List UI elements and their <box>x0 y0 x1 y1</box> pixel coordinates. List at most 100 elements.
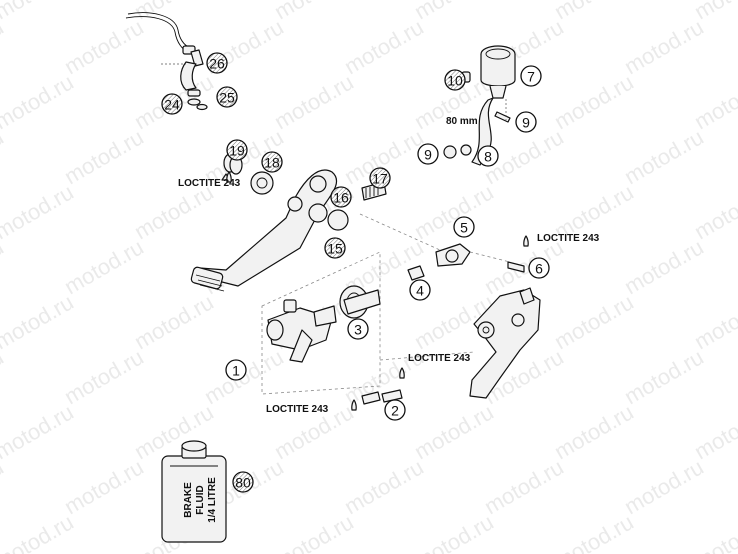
callout-number: 9 <box>424 147 432 163</box>
callout-circle <box>226 139 248 161</box>
watermark-text: motod.ru <box>620 234 708 299</box>
watermark-text: motod.ru <box>0 0 78 24</box>
callout-number: 80 <box>235 475 251 491</box>
callout-17: 17 <box>369 167 391 189</box>
loctite-label: LOCTITE 243 <box>408 353 471 364</box>
watermark-text: motod.ru <box>0 179 78 244</box>
callout-circle <box>417 143 439 165</box>
callout-circle <box>232 471 254 493</box>
callout-number: 1 <box>232 363 240 379</box>
watermark-text: motod.ru <box>0 14 8 79</box>
callout-7: 7 <box>520 65 542 87</box>
callout-circle <box>409 279 431 301</box>
callout-number: 26 <box>209 56 225 72</box>
loctite-label: LOCTITE 243 <box>178 178 241 189</box>
watermark-text: motod.ru <box>690 289 738 354</box>
callout-15: 15 <box>324 237 346 259</box>
callout-2: 2 <box>384 399 406 421</box>
dimension-label: 80 mm <box>446 116 478 127</box>
callout-number: 7 <box>527 69 535 85</box>
callout-5: 5 <box>453 216 475 238</box>
loctite-label: LOCTITE 243 <box>537 233 600 244</box>
callout-circle <box>453 216 475 238</box>
watermark-text: motod.ru <box>0 344 8 409</box>
watermark-text: motod.ru <box>410 399 498 464</box>
callout-circle <box>216 86 238 108</box>
bottle-text-line: 1/4 LITRE <box>207 477 218 523</box>
callout-number: 3 <box>354 322 362 338</box>
callout-circle <box>261 151 283 173</box>
watermark-text: motod.ru <box>690 179 738 244</box>
watermark-text: motod.ru <box>0 124 8 189</box>
callout-19: 19 <box>226 139 248 161</box>
watermark-text: motod.ru <box>550 289 638 354</box>
hose-assembly <box>125 12 208 111</box>
callout-circle <box>347 318 369 340</box>
callout-circle <box>515 111 537 133</box>
callout-9: 9 <box>515 111 537 133</box>
callout-number: 9 <box>522 115 530 131</box>
callout-80: 80 <box>232 471 254 493</box>
callout-circle <box>528 257 550 279</box>
callout-circle <box>520 65 542 87</box>
bottle-text-line: FLUID <box>195 485 206 514</box>
callout-circle <box>444 69 466 91</box>
callout-number: 10 <box>447 73 463 89</box>
callout-24: 24 <box>161 93 183 115</box>
watermark-text: motod.ru <box>270 509 358 554</box>
watermark-text: motod.ru <box>270 69 358 134</box>
watermark-text: motod.ru <box>550 509 638 554</box>
callout-10: 10 <box>444 69 466 91</box>
watermark-text: motod.ru <box>0 454 8 519</box>
watermark-text: motod.ru <box>690 69 738 134</box>
callout-circle <box>161 93 183 115</box>
loctite-label: LOCTITE 243 <box>266 404 329 415</box>
watermark-text: motod.ru <box>60 234 148 299</box>
brake-pedal <box>190 153 387 292</box>
watermark-text: motod.ru <box>60 344 148 409</box>
callout-number: 6 <box>535 261 543 277</box>
callout-number: 8 <box>484 149 492 165</box>
watermark-text: motod.ru <box>0 69 78 134</box>
callout-6: 6 <box>528 257 550 279</box>
watermark-text: motod.ru <box>0 509 78 554</box>
watermark-text: motod.ru <box>270 0 358 24</box>
master-cylinder <box>261 251 403 405</box>
watermark-text: motod.ru <box>340 14 428 79</box>
callout-16: 16 <box>330 186 352 208</box>
callout-number: 24 <box>164 97 180 113</box>
callout-18: 18 <box>261 151 283 173</box>
watermark-text: motod.ru <box>620 14 708 79</box>
watermark-text: motod.ru <box>620 344 708 409</box>
watermark-text: motod.ru <box>620 454 708 519</box>
callout-number: 2 <box>391 403 399 419</box>
callout-circle <box>206 52 228 74</box>
callout-number: 17 <box>372 171 388 187</box>
callout-number: 18 <box>264 155 280 171</box>
watermark-text: motod.ru <box>0 289 78 354</box>
watermark-text: motod.ru <box>0 399 78 464</box>
watermark-text: motod.ru <box>130 289 218 354</box>
watermark-text: motod.ru <box>60 124 148 189</box>
callout-number: 5 <box>460 220 468 236</box>
brake-fluid-reservoir <box>443 45 516 166</box>
callout-9: 9 <box>417 143 439 165</box>
bottle-text-line: BRAKE <box>183 482 194 518</box>
watermark-text: motod.ru <box>690 509 738 554</box>
watermark-text: motod.ru <box>550 69 638 134</box>
callout-circle <box>225 359 247 381</box>
callout-3: 3 <box>347 318 369 340</box>
callout-circle <box>324 237 346 259</box>
brake-fluid-bottle <box>161 440 227 543</box>
callout-number: 19 <box>229 143 245 159</box>
callout-1: 1 <box>225 359 247 381</box>
watermark-text: motod.ru <box>60 14 148 79</box>
watermark-text: motod.ru <box>690 399 738 464</box>
callout-circle <box>477 145 499 167</box>
callout-4: 4 <box>409 279 431 301</box>
watermark-text: motod.ru <box>480 454 568 519</box>
callout-layer: 1 2 3 4 5 6 7 8 9 9 10 15 16 17 18 19 24 25 26 80 <box>161 52 550 493</box>
callout-25: 25 <box>216 86 238 108</box>
